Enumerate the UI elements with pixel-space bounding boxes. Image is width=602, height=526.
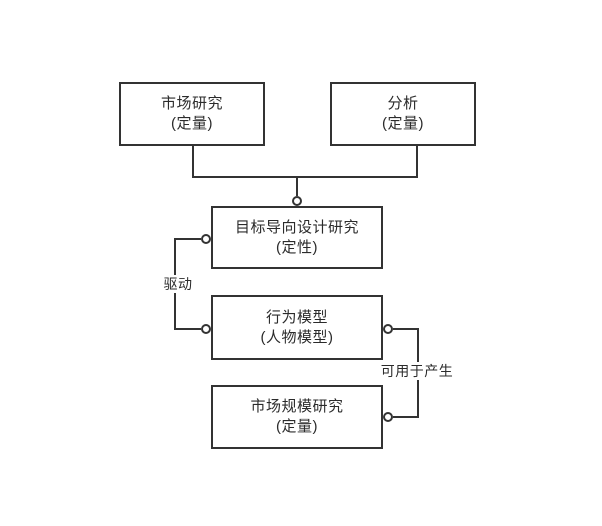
node-title: 行为模型 bbox=[265, 308, 328, 326]
connector-port-circle bbox=[383, 324, 393, 334]
node-subtitle: (定性) bbox=[276, 238, 318, 256]
node-behavior-model: 行为模型 (人物模型) bbox=[211, 295, 383, 360]
connector-line bbox=[192, 146, 194, 178]
node-title: 市场规模研究 bbox=[250, 398, 344, 415]
node-subtitle: (定量) bbox=[171, 115, 213, 132]
node-analysis: 分析 (定量) bbox=[330, 82, 476, 146]
node-market-size-research: 市场规模研究 (定量) bbox=[211, 385, 383, 449]
node-subtitle: (定量) bbox=[276, 418, 318, 435]
node-title: 目标导向设计研究 bbox=[234, 218, 359, 236]
connector-line bbox=[416, 146, 418, 178]
node-goal-directed-design-research: 目标导向设计研究 (定性) bbox=[211, 206, 383, 269]
connector-port-circle bbox=[201, 324, 211, 334]
connector-line bbox=[192, 176, 418, 178]
node-market-research: 市场研究 (定量) bbox=[119, 82, 265, 146]
connector-port-circle bbox=[201, 234, 211, 244]
connector-line bbox=[174, 328, 201, 330]
node-subtitle: (定量) bbox=[382, 115, 424, 132]
edge-label-can-produce: 可用于产生 bbox=[379, 362, 455, 380]
node-title: 市场研究 bbox=[160, 95, 223, 112]
connector-port-circle bbox=[383, 412, 393, 422]
connector-line bbox=[393, 416, 419, 418]
connector-line bbox=[174, 238, 201, 240]
node-subtitle: (人物模型) bbox=[260, 328, 334, 346]
connector-line bbox=[393, 328, 419, 330]
connector-port-circle bbox=[292, 196, 302, 206]
node-title: 分析 bbox=[387, 95, 419, 112]
connector-line bbox=[296, 178, 298, 196]
edge-label-drive: 驱动 bbox=[150, 275, 206, 293]
